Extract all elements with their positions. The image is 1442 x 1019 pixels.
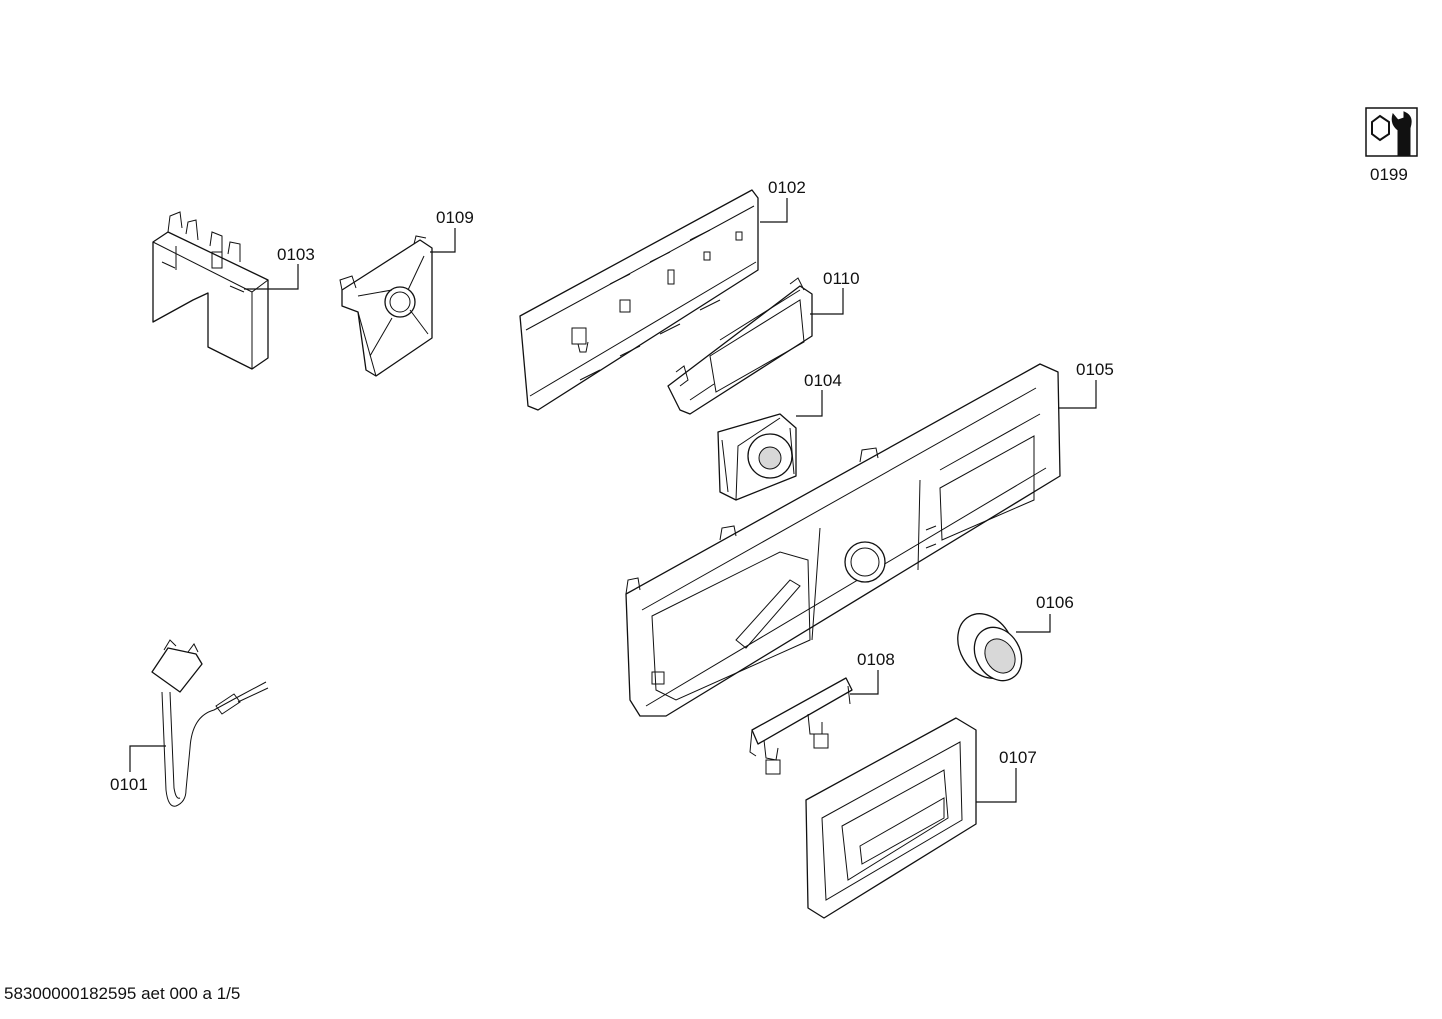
document-footer: 58300000182595 aet 000 a 1/5	[4, 984, 241, 1003]
callout-0106: 0106	[1036, 593, 1074, 612]
callout-0108: 0108	[857, 650, 895, 669]
callout-0102: 0102	[768, 178, 806, 197]
part-0105-fascia-panel[interactable]	[625, 363, 1061, 717]
part-0106-knob[interactable]	[946, 604, 1031, 690]
part-0102-control-board[interactable]	[519, 189, 759, 411]
service-tool-icon[interactable]	[1365, 107, 1418, 157]
callout-0104: 0104	[804, 371, 842, 390]
callout-0105: 0105	[1076, 360, 1114, 379]
callout-0107: 0107	[999, 748, 1037, 767]
part-0109-bracket[interactable]	[339, 235, 433, 377]
part-0107-drawer-handle[interactable]	[805, 717, 977, 919]
part-0104-selector-module[interactable]	[717, 413, 797, 501]
part-0110-display-bracket[interactable]	[667, 277, 813, 415]
part-0103-module-box[interactable]	[152, 211, 269, 370]
callout-0110: 0110	[823, 269, 860, 288]
callout-0101: 0101	[110, 775, 148, 794]
part-0101-power-cord[interactable]	[151, 639, 269, 807]
part-0108-small-bracket[interactable]	[749, 677, 853, 775]
callout-0109: 0109	[436, 208, 474, 227]
callout-0199: 0199	[1370, 165, 1408, 184]
callout-0103: 0103	[277, 245, 315, 264]
